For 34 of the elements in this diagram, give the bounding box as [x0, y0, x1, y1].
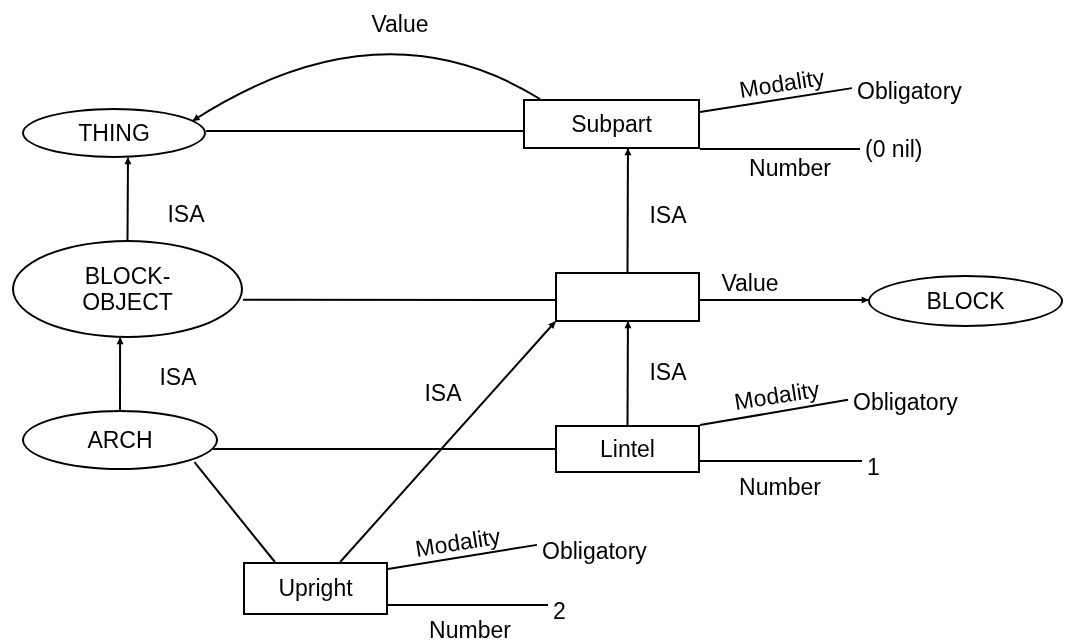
- arrow: [339, 321, 556, 563]
- slot-box: [523, 99, 700, 149]
- node-label: THING: [78, 119, 150, 147]
- value-text: (0 nil): [860, 131, 970, 167]
- node-label: Upright: [278, 575, 353, 602]
- connector-line: [387, 543, 538, 570]
- arrow: [192, 53, 541, 122]
- value-text: Obligatory: [537, 533, 697, 569]
- arrow: [624, 321, 632, 426]
- node-label: ARCH: [87, 426, 153, 454]
- value-text: Obligatory: [852, 73, 1012, 109]
- connector-line: [242, 298, 556, 301]
- connector-line: [699, 398, 849, 426]
- arrow: [624, 148, 632, 273]
- connector-line: [193, 461, 276, 563]
- value-text: 1: [862, 449, 892, 485]
- connector-line: [212, 448, 556, 450]
- connector-line: [699, 87, 853, 113]
- arrow: [116, 337, 124, 411]
- node-label: BLOCK: [926, 287, 1005, 315]
- value-text: 2: [548, 593, 578, 629]
- slot-box: [555, 425, 700, 473]
- arrow: [699, 296, 869, 304]
- value-text: Obligatory: [848, 384, 1008, 420]
- empty-box: [555, 272, 700, 322]
- arrow: [124, 157, 132, 241]
- connector-line: [205, 130, 524, 132]
- node-label: BLOCK-OBJECT: [81, 262, 174, 316]
- node-label: Lintel: [600, 435, 655, 463]
- slot-box: [243, 562, 388, 615]
- connector-line: [699, 148, 861, 150]
- connector-line: [699, 459, 863, 462]
- node-label: Subpart: [571, 110, 652, 138]
- connector-line: [387, 603, 549, 606]
